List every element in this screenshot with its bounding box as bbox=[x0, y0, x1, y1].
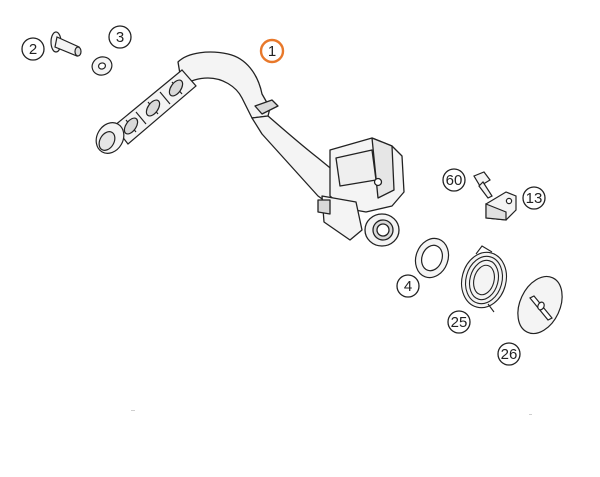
callout-60-label: 60 bbox=[446, 172, 463, 189]
part-60-screw bbox=[473, 171, 493, 199]
callout-2-circle bbox=[21, 37, 45, 61]
callout-1-circle bbox=[259, 38, 285, 64]
part-1-kickstart-lever bbox=[177, 51, 405, 247]
callout-13-circle bbox=[522, 186, 546, 210]
callout-25-circle bbox=[447, 310, 471, 334]
callout-25: 25 bbox=[447, 310, 471, 334]
callout-60-circle bbox=[442, 168, 466, 192]
callout-4: 4 bbox=[396, 274, 420, 298]
callout-1: 1 bbox=[259, 38, 285, 64]
callout-1-label: 1 bbox=[268, 43, 276, 60]
part-1-grip bbox=[95, 69, 197, 154]
callout-26: 26 bbox=[497, 342, 521, 366]
part-25-spring bbox=[460, 245, 508, 313]
callout-60: 60 bbox=[442, 168, 466, 192]
callout-2-label: 2 bbox=[29, 41, 37, 58]
part-26-disc bbox=[517, 275, 563, 335]
part-4-washer bbox=[414, 237, 450, 279]
callout-labels: 1 2 3 4 13 25 26 60 bbox=[21, 25, 546, 366]
background-specks bbox=[131, 410, 532, 415]
callout-13-label: 13 bbox=[526, 190, 543, 207]
callout-26-circle bbox=[497, 342, 521, 366]
callout-3-label: 3 bbox=[116, 29, 124, 46]
callout-26-label: 26 bbox=[501, 346, 518, 363]
callout-4-label: 4 bbox=[404, 278, 412, 295]
part-13-bracket bbox=[485, 191, 517, 221]
callout-25-label: 25 bbox=[451, 314, 468, 331]
callout-3-circle bbox=[108, 25, 132, 49]
callout-2: 2 bbox=[21, 37, 45, 61]
part-2-pin bbox=[50, 31, 82, 57]
callout-4-circle bbox=[396, 274, 420, 298]
part-3-washer bbox=[91, 56, 113, 76]
callout-13: 13 bbox=[522, 186, 546, 210]
callout-3: 3 bbox=[108, 25, 132, 49]
